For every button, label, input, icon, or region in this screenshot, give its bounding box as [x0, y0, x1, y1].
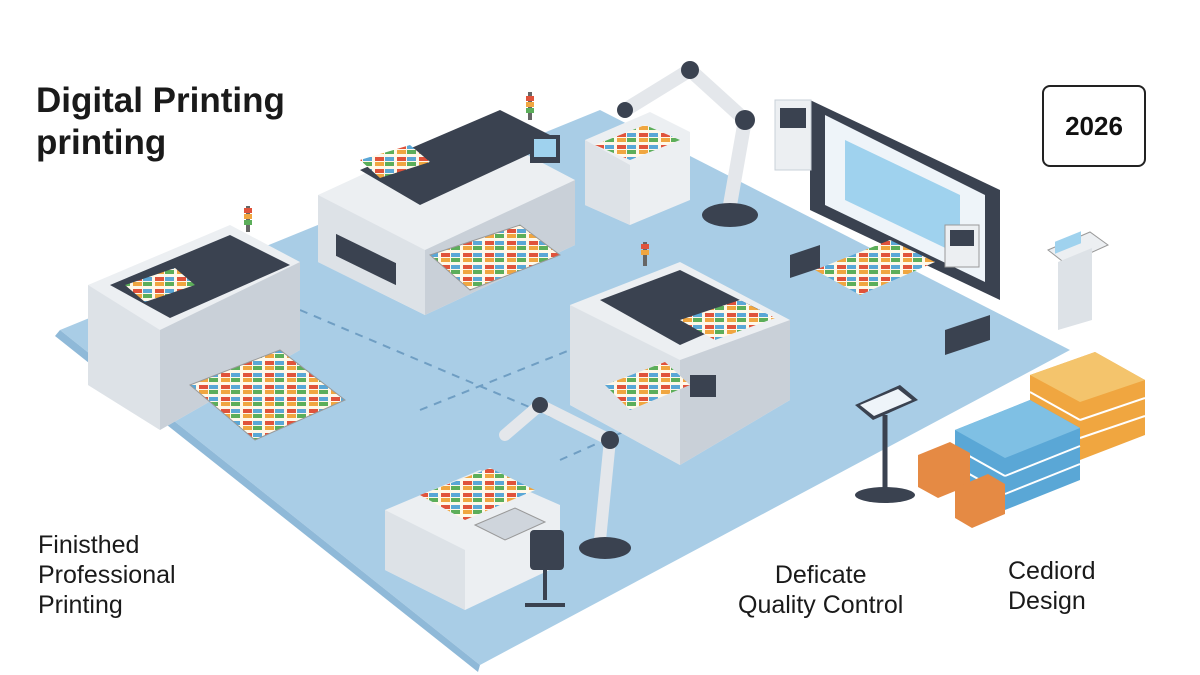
printed-sheet	[815, 240, 935, 295]
large-printer-left	[88, 206, 346, 441]
robotic-arm-station-top	[585, 61, 758, 227]
printed-sheet	[605, 362, 690, 410]
printed-sheet	[420, 468, 535, 520]
workstation-front	[385, 397, 631, 610]
keyboard	[473, 507, 547, 541]
caption-right-line-1: Cediord	[1008, 557, 1096, 585]
paper-stacks-and-boxes	[918, 352, 1146, 528]
wide-format-printer	[774, 99, 1000, 355]
large-printer-back	[318, 92, 575, 315]
caption-left: Finisthed Professional Printing	[38, 530, 176, 620]
title-line-1: Digital Printing	[36, 81, 285, 120]
center-printer	[570, 242, 790, 465]
caption-middle-line-1: Deficate	[774, 561, 867, 589]
tablet-stand	[855, 385, 918, 503]
printed-sheet	[360, 145, 430, 178]
caption-left-line-1: Finisthed	[38, 531, 140, 559]
printed-sheet	[680, 300, 775, 340]
caption-right: Cediord Design	[1008, 556, 1096, 616]
caption-middle-line-2: Quality Control	[738, 591, 904, 619]
caption-right-line-2: Design	[1008, 587, 1086, 615]
title-line-2: printing	[36, 123, 167, 162]
info-kiosk	[1047, 231, 1109, 330]
printed-sheet	[429, 224, 562, 291]
year-badge: 2026	[1042, 85, 1146, 167]
caption-left-line-3: Printing	[38, 591, 123, 619]
floor-dashed-lines	[299, 309, 741, 461]
caption-middle: Deficate Quality Control	[738, 560, 903, 620]
printed-sheet	[189, 349, 346, 441]
page-title: Digital Printing printing	[36, 80, 285, 164]
printed-sheet	[125, 268, 195, 302]
caption-left-line-2: Professional	[38, 561, 176, 589]
printed-sheet	[595, 125, 680, 160]
